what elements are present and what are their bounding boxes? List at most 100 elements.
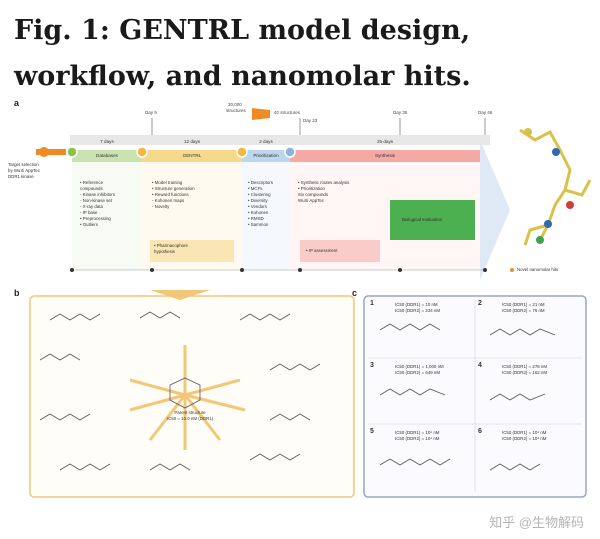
timeline-dot — [66, 146, 78, 158]
ip-box — [300, 240, 380, 262]
day-label: Day 9 — [145, 110, 157, 115]
panel-b-molecules — [39, 311, 321, 471]
list-item: • Preprocessing — [80, 216, 111, 221]
compound-number: 2 — [478, 300, 482, 307]
list-item: • Clustering — [248, 192, 271, 197]
gentrl-box-list: • Pharmacophore hypothesis — [154, 243, 188, 255]
list-item: • Kohonen — [248, 210, 269, 215]
bio-box — [390, 200, 475, 240]
panel-c-label: c — [352, 288, 358, 298]
structures-40: 40 structures — [274, 110, 301, 115]
list-item: - IP base — [80, 210, 98, 215]
list-item: - X-ray data — [80, 204, 103, 209]
day-label: Day 35 — [393, 110, 408, 115]
ic50-line: IC50 (DDR2) = 10⁴ nM — [395, 436, 440, 441]
panel-a-label: a — [14, 98, 20, 108]
list-item: - Kinase inhibitors — [80, 192, 115, 197]
list-item: • Structure generation — [152, 186, 195, 191]
databases-list: • Reference compounds - Kinase inhibitor… — [80, 180, 115, 228]
structures-label: structures — [226, 108, 246, 113]
ic50-line: IC50 (DDR2) = 234 nM — [395, 308, 441, 313]
list-item: compounds — [80, 186, 103, 191]
list-item: • Prioritization — [298, 186, 325, 191]
ic50-line: IC50 (DDR1) = 278 nM — [502, 364, 548, 369]
compound-number: 5 — [370, 428, 374, 435]
timeline-bar — [70, 135, 490, 145]
figure-caption: Fig. 1: GENTRL model design, workflow, a… — [14, 15, 471, 92]
ic50-line: IC50 (DDR2) = 162 nM — [502, 370, 548, 375]
list-item: - Kohonen maps — [152, 198, 185, 203]
list-item: • Model training — [152, 180, 183, 185]
duration-label: 2 days — [259, 139, 273, 144]
list-item: hypothesis — [154, 249, 175, 254]
hit-molecule — [519, 128, 592, 246]
list-item: • MCFs — [248, 186, 263, 191]
parent-line: Parent structure — [174, 410, 206, 415]
compound-number: 1 — [370, 300, 374, 307]
panel-c-molecules — [379, 323, 556, 471]
day-label: Day 23 — [303, 118, 318, 123]
timeline-dot — [284, 146, 296, 158]
biological-evaluation: Biological evaluation — [402, 217, 443, 222]
ic50-line: IC50 (DDR2) = 76 nM — [502, 308, 545, 313]
list-item: • Pharmacophore — [154, 243, 188, 248]
watermark: 知乎 @生物解码 — [489, 515, 584, 530]
ic50-line: IC50 (DDR1) = 21 nM — [502, 302, 545, 307]
list-item: • Reference — [80, 180, 104, 185]
timeline-dot — [236, 146, 248, 158]
ic50-line: IC50 (DDR1) = 10⁴ nM — [502, 430, 547, 435]
synthesis-list: • Synthetic routes analysis • Prioritiza… — [298, 180, 349, 204]
list-item: • RMSD — [248, 216, 264, 221]
ic50-line: IC50 (DDR1) = 10 nM — [395, 302, 438, 307]
timeline-dot — [136, 146, 148, 158]
compound-number: 3 — [370, 362, 374, 369]
phase-gentrl-head — [142, 150, 242, 162]
funnel-icon — [252, 108, 270, 120]
list-item: Six compounds — [298, 192, 329, 197]
target-line: DDR1 kinase — [8, 174, 34, 179]
panel-b-label: b — [14, 288, 20, 298]
list-item: • Synthetic routes analysis — [298, 180, 350, 185]
duration-label: 25 days — [376, 139, 394, 144]
list-item: WuXi AppTec — [298, 198, 325, 203]
list-item: • Descriptors — [248, 180, 273, 185]
target-line: by WuXi AppTec — [8, 168, 40, 173]
gentrl-box — [150, 240, 234, 262]
ic50-line: IC50 (DDR1) = 1,000 nM — [395, 364, 444, 369]
legend-nanomolar: Novel nanomolar hits — [517, 267, 559, 272]
ic50-line: IC50 (DDR2) = 10⁴ nM — [502, 436, 547, 441]
phase-label-databases: Databases — [96, 153, 118, 158]
day-label: Day 46 — [478, 110, 493, 115]
list-item: - Non-kinase set — [80, 198, 112, 203]
phase-prioritization-head — [242, 150, 290, 162]
panel-b-rays — [129, 345, 246, 450]
list-item: • Reward functions — [152, 192, 189, 197]
timeline-arrow — [480, 140, 510, 280]
structures-count: 30,000 — [228, 102, 242, 107]
parent-structure-label: Parent structure IC50 = 10.0 nM (DDR1) — [160, 410, 220, 422]
compound-number: 6 — [478, 428, 482, 435]
phase-synthesis-head — [290, 150, 480, 162]
phase-label-prioritization: Prioritization — [253, 153, 279, 158]
prioritization-list: • Descriptors • MCFs • Clustering • Dive… — [248, 180, 273, 228]
list-item: - Novelty — [152, 204, 170, 209]
compound-number: 4 — [478, 362, 482, 369]
phase-label-synthesis: Synthesis — [375, 153, 395, 158]
ic50-line: IC50 (DDR2) = 649 nM — [395, 370, 441, 375]
phase-databases-head — [72, 150, 142, 162]
list-item: • Diversity — [248, 198, 268, 203]
ip-assessment: • IP assessment — [306, 248, 338, 253]
list-item: • Outliers — [80, 222, 98, 227]
duration-label: 7 days — [100, 139, 114, 144]
target-line: Target selection — [8, 162, 39, 167]
duration-label: 12 days — [183, 139, 201, 144]
parent-ic50: IC50 = 10.0 nM (DDR1) — [166, 416, 214, 421]
target-selection: Target selection by WuXi AppTec DDR1 kin… — [8, 162, 40, 180]
